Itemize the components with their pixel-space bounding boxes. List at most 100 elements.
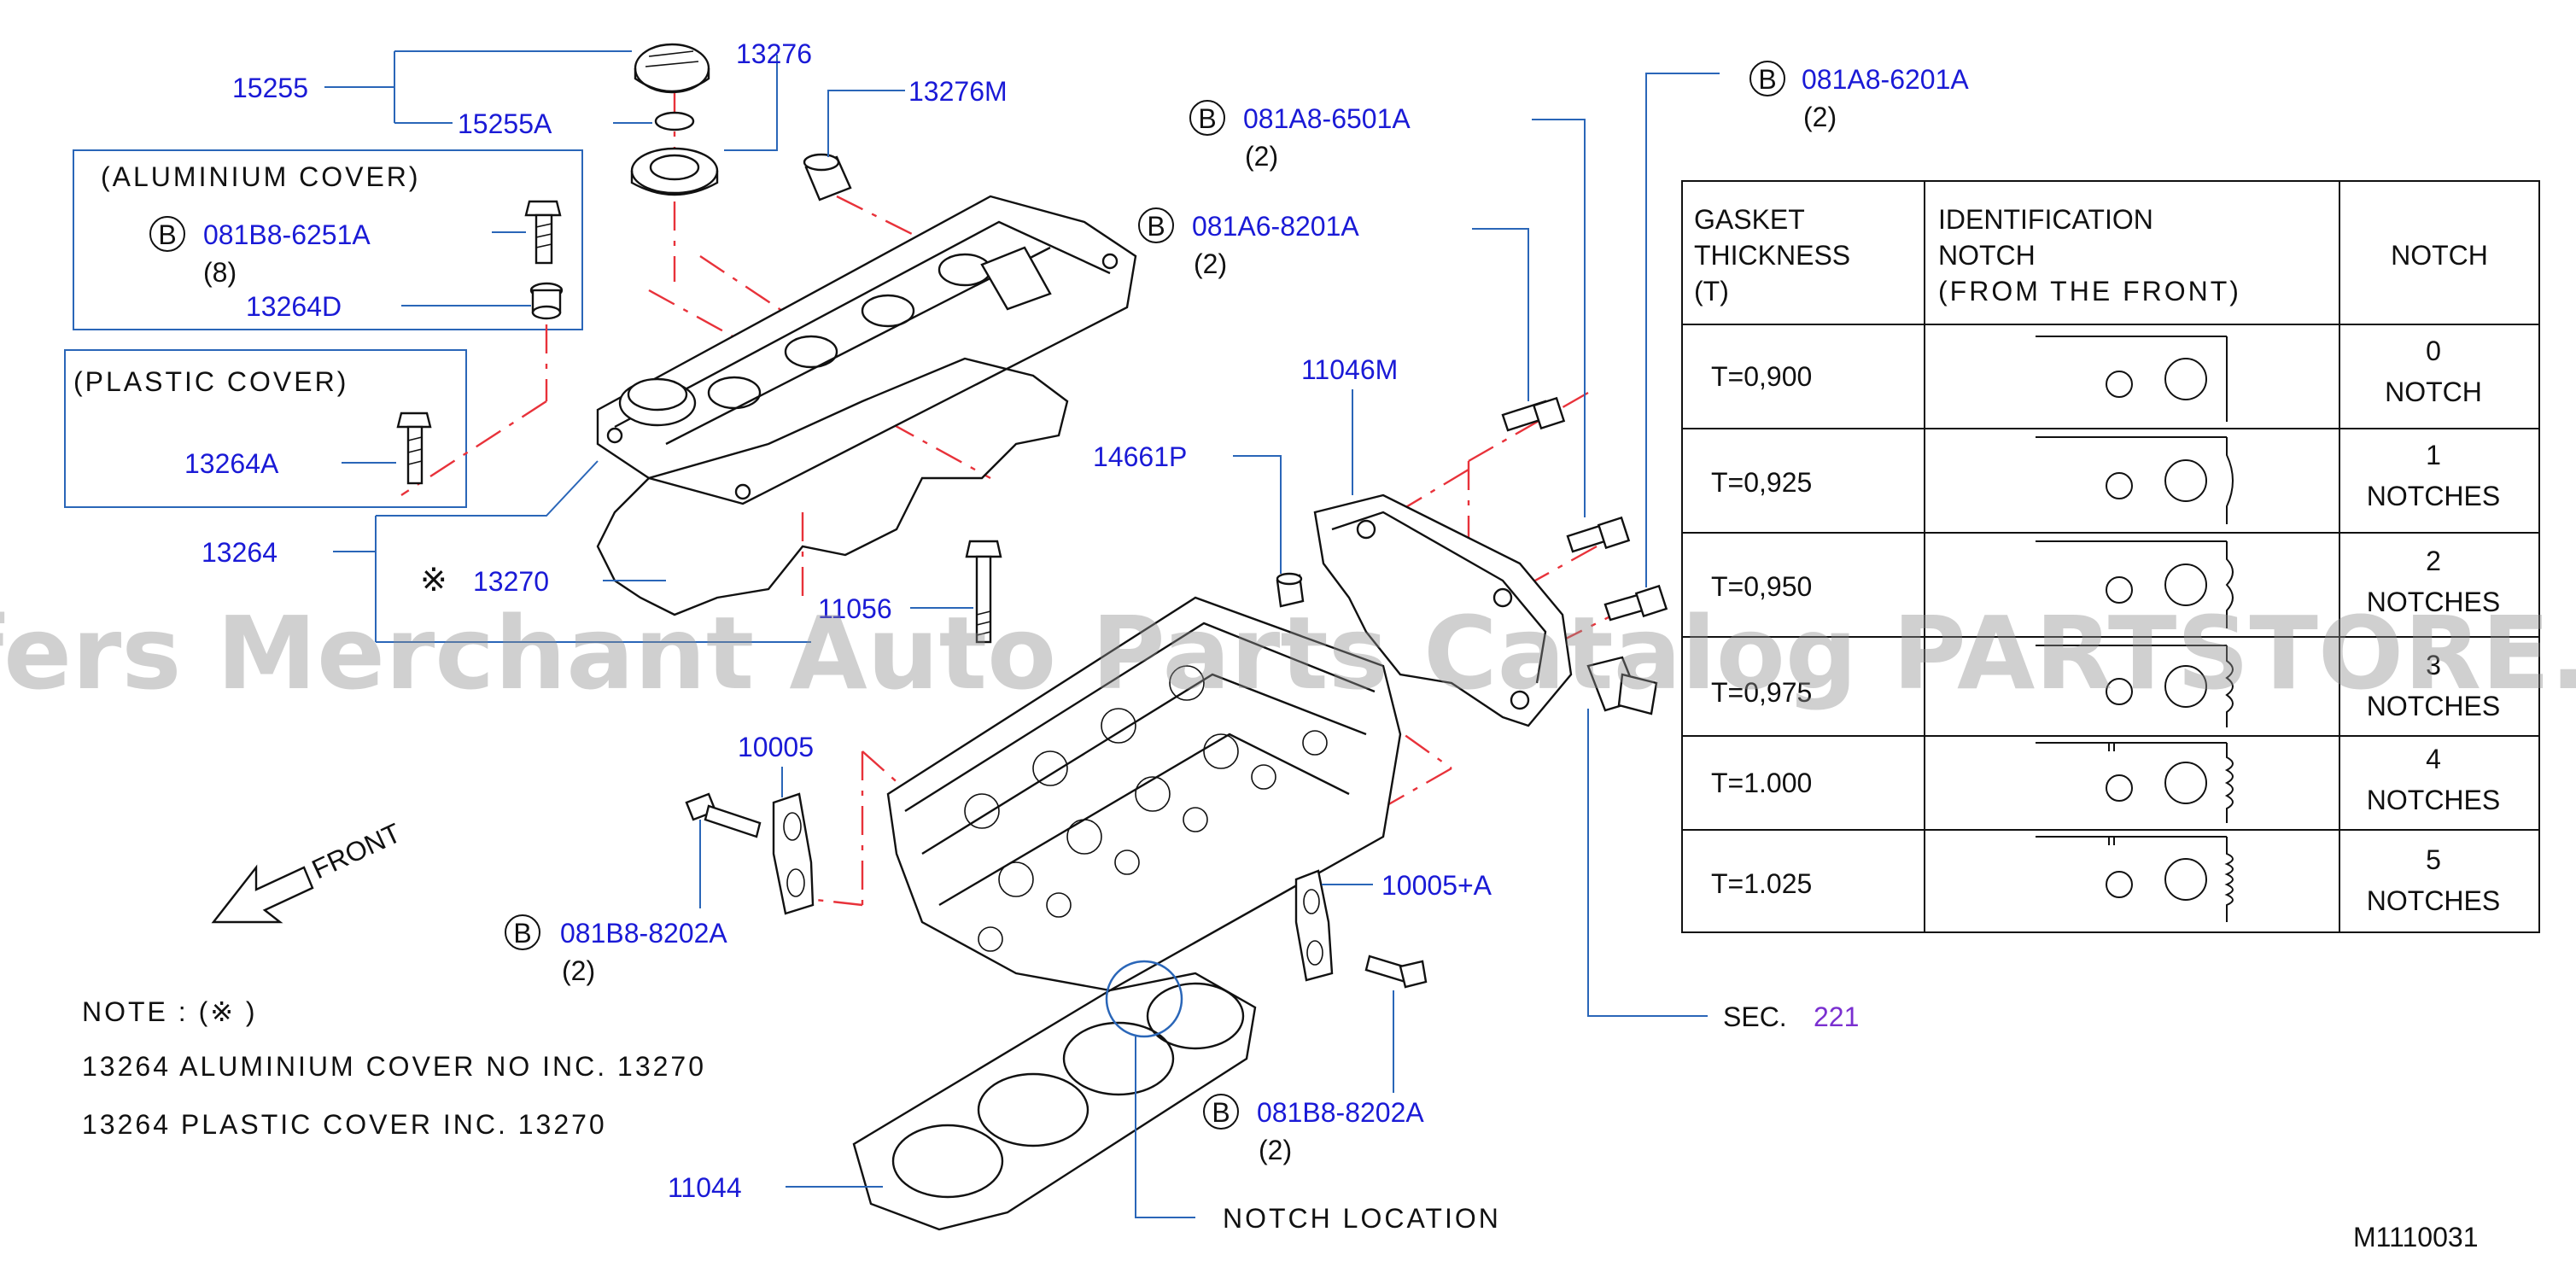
- cover-bolt-aluminium: [524, 200, 562, 265]
- row-notch-count: 3: [2426, 650, 2441, 680]
- notch-illustration: [2036, 540, 2234, 628]
- note-line-2: 13264 PLASTIC COVER INC. 13270: [82, 1109, 607, 1140]
- top-notch-mark: [2108, 743, 2115, 751]
- notch-illustration: [2036, 742, 2234, 823]
- label-081a8-6201a[interactable]: 081A8-6201A: [1802, 64, 1969, 95]
- row-notch-count: 1: [2426, 440, 2441, 470]
- rocker-cover-gasket: [596, 357, 1069, 616]
- table-row: T=0,950 2 NOTCHES: [1711, 540, 2500, 628]
- notched-edge: [2225, 645, 2234, 727]
- large-hole: [2164, 665, 2207, 708]
- notched-edge: [2224, 743, 2234, 823]
- large-hole: [2164, 762, 2207, 804]
- label-13264[interactable]: 13264: [202, 537, 277, 568]
- table-row: T=1.025 5 NOTCHES: [1711, 836, 2500, 922]
- label-13276m[interactable]: 13276M: [908, 76, 1008, 107]
- notched-edge: [2226, 437, 2234, 524]
- leader-lines: [324, 50, 1720, 1218]
- oil-filler-cap: [634, 43, 710, 94]
- label-11046m[interactable]: 11046M: [1301, 354, 1398, 385]
- notch-location-circle: [1105, 960, 1183, 1038]
- row-notch-label: NOTCHES: [2367, 785, 2500, 815]
- aluminium-cover-label: (ALUMINIUM COVER): [101, 161, 421, 192]
- label-15255a[interactable]: 15255A: [458, 108, 552, 139]
- large-hole: [2164, 858, 2207, 901]
- svg-text:B: B: [1147, 211, 1165, 242]
- rear-cover-bolt-3: [1603, 584, 1668, 622]
- header-notch-count: NOTCH: [2391, 240, 2488, 271]
- cover-spacer: [529, 282, 564, 320]
- label-081b8-8202a-left[interactable]: 081B8-8202A: [560, 918, 727, 949]
- table-row: T=0,900 0 NOTCH: [1711, 336, 2482, 422]
- qty-081a8-6501a: (2): [1245, 141, 1278, 172]
- cap-o-ring: [654, 111, 695, 131]
- header-notch: NOTCH: [1938, 240, 2036, 271]
- row-thickness: T=0,925: [1711, 467, 1812, 498]
- label-081a6-8201a[interactable]: 081A6-8201A: [1192, 211, 1359, 242]
- row-thickness: T=1.000: [1711, 768, 1812, 798]
- row-notch-label: NOTCH: [2385, 377, 2482, 407]
- qty-081b8-6251a: (8): [203, 257, 237, 288]
- top-notch-mark: [2108, 837, 2115, 845]
- row-notch-label: NOTCHES: [2367, 885, 2500, 916]
- manifold-bolt-right: [1364, 955, 1428, 989]
- watermark-text: Offers Merchant Auto Parts Catalog PARTS…: [0, 594, 2576, 712]
- bolt-badge-b3: B: [1138, 207, 1174, 243]
- notch-illustration: [2036, 836, 2234, 922]
- manifold-gasket-left: [772, 792, 815, 915]
- label-13264a[interactable]: 13264A: [184, 448, 279, 479]
- label-15255[interactable]: 15255: [232, 73, 308, 103]
- plastic-cover-label: (PLASTIC COVER): [73, 366, 348, 397]
- diagram-code: M1110031: [2353, 1222, 2478, 1252]
- label-13264d[interactable]: 13264D: [246, 291, 342, 322]
- label-13276[interactable]: 13276: [736, 38, 812, 69]
- label-081a8-6501a[interactable]: 081A8-6501A: [1243, 103, 1411, 134]
- note-title: NOTE : (※ ): [82, 996, 258, 1027]
- manifold-bolt-left: [685, 792, 762, 838]
- row-notch-count: 4: [2426, 744, 2441, 774]
- table-row: T=0,925 1 NOTCHES: [1711, 436, 2500, 524]
- reference-mark-icon: ※: [420, 563, 447, 598]
- bolt-badge-b1: B: [149, 216, 185, 252]
- svg-text:B: B: [1198, 103, 1216, 134]
- svg-text:B: B: [513, 918, 531, 949]
- row-thickness: T=1.025: [1711, 868, 1812, 899]
- row-notch-count: 0: [2426, 336, 2441, 366]
- label-11044[interactable]: 11044: [668, 1172, 742, 1203]
- small-hole: [2106, 871, 2133, 898]
- sec-221-link[interactable]: 221: [1814, 1001, 1859, 1032]
- header-thickness: THICKNESS: [1694, 240, 1850, 271]
- table-row: T=0,975 3 NOTCHES: [1711, 645, 2500, 727]
- label-14661p[interactable]: 14661P: [1093, 441, 1187, 472]
- label-11056[interactable]: 11056: [818, 593, 892, 624]
- svg-text:B: B: [158, 219, 176, 250]
- notch-illustration: [2036, 645, 2234, 727]
- label-081b8-8202a-right[interactable]: 081B8-8202A: [1257, 1097, 1424, 1128]
- small-hole: [2106, 678, 2133, 705]
- bolt-badge-b6: B: [1203, 1094, 1239, 1130]
- header-from-front: (FROM THE FRONT): [1938, 276, 2241, 307]
- row-notch-count: 2: [2426, 546, 2441, 576]
- small-hole: [2106, 576, 2133, 604]
- row-notch-count: 5: [2426, 844, 2441, 875]
- head-gasket: [852, 972, 1257, 1231]
- table-row: T=1.000 4 NOTCHES: [1711, 742, 2500, 823]
- head-plug: [1276, 572, 1305, 608]
- label-081b8-6251a[interactable]: 081B8-6251A: [203, 219, 371, 250]
- front-arrow-icon: [211, 864, 314, 924]
- cylinder-head: [886, 596, 1402, 992]
- label-10005a[interactable]: 10005+A: [1381, 870, 1492, 901]
- notch-illustration: [2036, 436, 2234, 524]
- head-bolt: [965, 540, 1002, 644]
- notch-location-label: NOTCH LOCATION: [1223, 1203, 1501, 1234]
- label-10005[interactable]: 10005: [738, 732, 814, 762]
- label-13270[interactable]: 13270: [473, 566, 549, 597]
- aluminium-cover-frame: [73, 149, 583, 330]
- row-notch-label: NOTCHES: [2367, 481, 2500, 511]
- manifold-gasket-right: [1294, 869, 1334, 982]
- header-identification: IDENTIFICATION: [1938, 204, 2153, 235]
- bolt-badge-b2: B: [1189, 100, 1225, 136]
- row-notch-label: NOTCHES: [2367, 587, 2500, 617]
- gasket-thickness-table: GASKET THICKNESS (T) IDENTIFICATION NOTC…: [1681, 180, 2540, 933]
